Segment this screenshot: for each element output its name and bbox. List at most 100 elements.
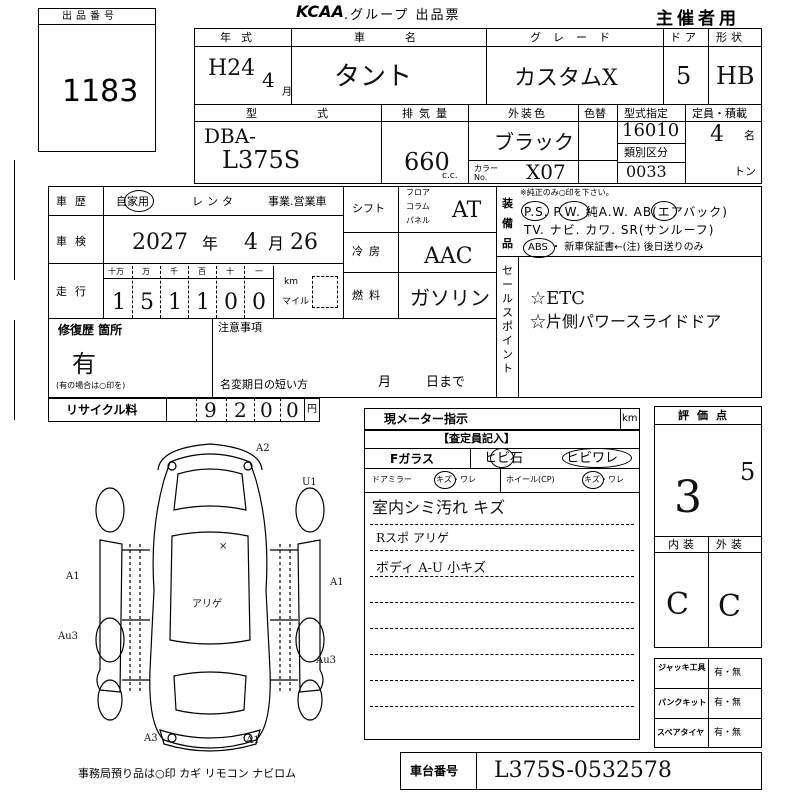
history-table	[48, 186, 762, 398]
recycle-digit-1: 2	[234, 398, 247, 422]
mark-arige: アリゲ	[192, 599, 222, 610]
short-period-label: 名変期日の短い方	[220, 378, 308, 391]
mirror-label: ドアミラー	[372, 475, 412, 484]
mark-a3: A3	[144, 733, 158, 744]
grade-value: カスタムX	[514, 66, 618, 91]
score-value: 3	[674, 472, 702, 523]
interior-value: C	[666, 587, 689, 622]
ps-circle	[521, 201, 549, 221]
equipment-line1: P.S. P.W. 純A.W. AB(エアバック)	[524, 205, 728, 219]
grade-label: グレード	[530, 31, 622, 44]
mileage-unit-2: 千	[170, 267, 178, 276]
equipment-note: ※純正のみ○印を下さい。	[520, 188, 614, 197]
brand-logo: KCAA	[296, 2, 344, 21]
wheel-value: キズ・ワレ	[584, 475, 624, 484]
mark-a1-right: A1	[330, 577, 344, 588]
displacement-unit: c.c.	[442, 171, 458, 181]
repair-note: (有の場合は○印を)	[56, 381, 126, 390]
mark-a1-bottom: A1	[246, 735, 260, 746]
interior-label: 内装	[668, 538, 698, 551]
displacement-value: 660	[404, 148, 450, 176]
inspection-month-unit: 月	[268, 234, 285, 253]
chassis-label: 車台番号	[410, 764, 459, 778]
door-label: ドア	[670, 31, 700, 44]
shape-label: 形状	[716, 31, 746, 44]
type-label: 型式	[246, 107, 388, 120]
shift-value: AT	[452, 198, 482, 223]
mileage-label: 走行	[56, 285, 94, 298]
inspection-day: 26	[290, 230, 318, 255]
mileage-unit-5: 一	[255, 267, 263, 276]
margin-tick	[14, 320, 15, 420]
pw-circle	[559, 201, 589, 221]
inspection-year-unit: 年	[202, 234, 219, 253]
business: 事業.営業車	[268, 195, 327, 208]
fglass-label: Fガラス	[390, 452, 434, 466]
name-label: 車名	[354, 31, 456, 44]
shift-floor: フロア	[406, 188, 430, 197]
shift-label: シフト	[352, 202, 385, 215]
recycle-label: リサイクル料	[66, 403, 138, 417]
recycle-box	[48, 398, 320, 422]
wheel-circle	[582, 471, 604, 489]
year-label: 年式	[220, 31, 262, 44]
door-value: 5	[676, 62, 692, 90]
inspector-note-2: Rスポ アリゲ	[376, 531, 449, 545]
mileage-unit-4: 十	[226, 267, 234, 276]
load-unit: トン	[734, 165, 756, 178]
month-value: 4	[262, 68, 275, 92]
mile-label: マイル	[282, 297, 310, 307]
fglass-circle-1	[490, 448, 514, 468]
year-value: H24	[208, 56, 256, 81]
equipment-line2: TV. ナビ. カワ. SR(サンルーフ)	[524, 223, 715, 237]
puncture-label: パンクキット	[658, 698, 707, 707]
mirror-value: キズ・ワレ	[436, 475, 476, 484]
mileage-digit-2: 1	[168, 290, 182, 315]
mileage-digit-4: 0	[224, 290, 238, 315]
inspector-box	[364, 430, 640, 740]
short-period-day: 日まで	[426, 375, 466, 390]
mirror-circle	[434, 471, 456, 489]
mark-u1: U1	[302, 477, 317, 488]
mark-a1-left: A1	[66, 571, 80, 582]
recycle-unit: 円	[307, 404, 317, 415]
mileage-digit-1: 5	[140, 290, 154, 315]
ac-value: AAC	[424, 244, 473, 269]
abs-circle	[523, 238, 555, 258]
meter-box	[364, 408, 640, 430]
chassis-value: L375S-0532578	[494, 758, 672, 783]
exterior-value: C	[718, 589, 741, 624]
spare-value: 有・無	[714, 728, 742, 738]
shape-value: HB	[716, 62, 755, 90]
class-label: 類別区分	[624, 146, 668, 159]
type-value: L375S	[222, 146, 301, 174]
meter-unit: km	[622, 413, 638, 424]
shift-column: コラム	[406, 202, 430, 211]
sales-points-label: セールスポイント	[502, 264, 513, 375]
repair-value: 有	[72, 350, 96, 378]
sheet-title: .グループ 出品票	[344, 8, 461, 23]
mark-au3-left: Au3	[58, 631, 79, 642]
mileage-unit-3: 百	[198, 267, 206, 276]
color-no-label: カラー No.	[474, 164, 498, 182]
mile-checkbox	[312, 276, 338, 308]
equipment-label: 装備品	[502, 197, 513, 250]
score-sub-value: 5	[740, 458, 756, 486]
equipment-line3: ABS ・ 新車保証書←(注) 後日送りのみ	[528, 242, 704, 253]
lot-box	[38, 8, 156, 152]
inspection-year: 2027	[132, 230, 188, 255]
shift-panel: パネル	[406, 216, 430, 225]
ac-label: 冷房	[352, 245, 386, 258]
fuel-label: 燃料	[352, 289, 386, 302]
capacity-value: 4	[710, 122, 724, 147]
history-label: 車歴	[56, 195, 94, 208]
own-use-circle	[124, 190, 154, 212]
inspector-title: 【査定員記入】	[438, 432, 515, 445]
capacity-unit: 名	[744, 129, 755, 142]
recycle-digit-2: 0	[260, 398, 273, 422]
mark-x: ×	[219, 541, 228, 552]
recycle-digit-0: 9	[204, 398, 217, 422]
color-value: ブラック	[494, 130, 574, 154]
inspector-note-1: 室内シミ汚れ キズ	[372, 498, 506, 517]
margin-tick	[14, 160, 15, 280]
